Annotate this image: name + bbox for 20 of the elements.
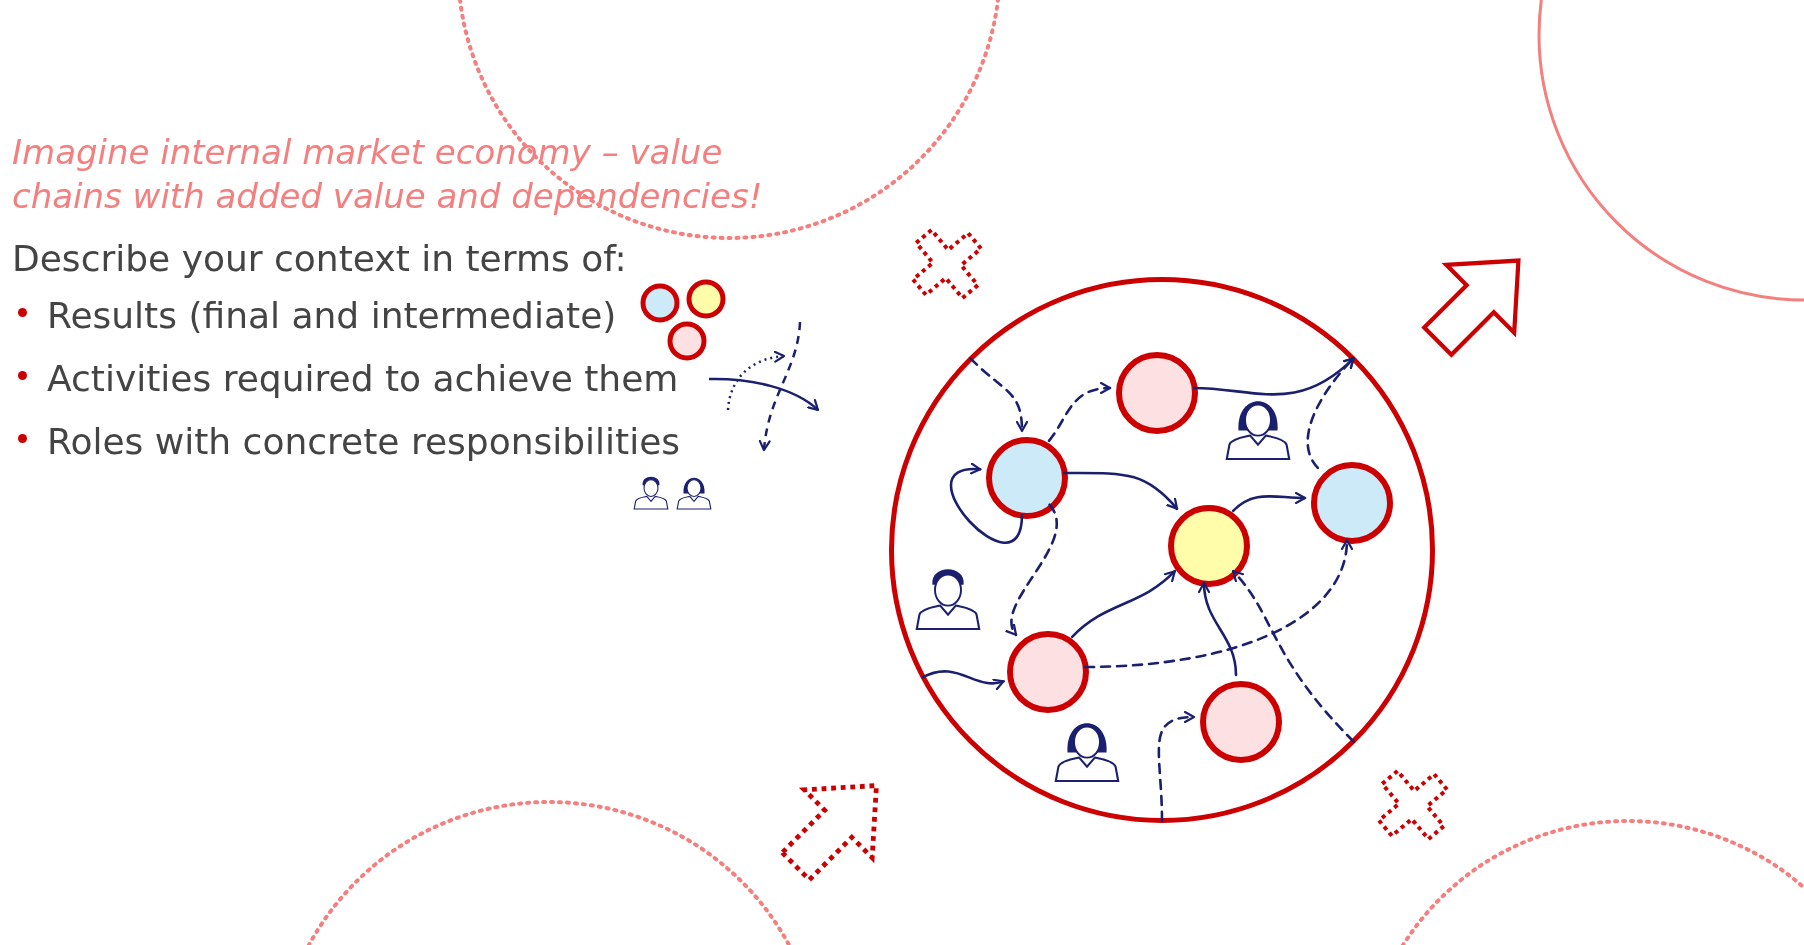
boundary-circle <box>889 277 1435 823</box>
arrow <box>1070 569 1177 639</box>
arrow <box>921 670 1005 690</box>
bullet-text: Activities required to achieve them <box>47 358 679 399</box>
arrow <box>1062 471 1179 511</box>
arrow <box>1231 491 1307 513</box>
arrow <box>969 357 1028 433</box>
arrow <box>1198 581 1238 677</box>
arrow <box>949 463 1024 544</box>
arrow <box>1306 357 1355 470</box>
arrow <box>1006 503 1058 637</box>
arrow <box>1192 357 1355 396</box>
intro-text: Describe your context in terms of: <box>12 238 627 279</box>
arrow <box>1157 711 1196 823</box>
result-circle <box>1168 505 1250 587</box>
arrow <box>1083 538 1352 669</box>
arrow <box>1047 382 1112 443</box>
bullet-text: Results (final and intermediate) <box>47 295 617 336</box>
bullet-text: Roles with concrete responsibilities <box>47 421 681 462</box>
arrow <box>1231 569 1355 743</box>
